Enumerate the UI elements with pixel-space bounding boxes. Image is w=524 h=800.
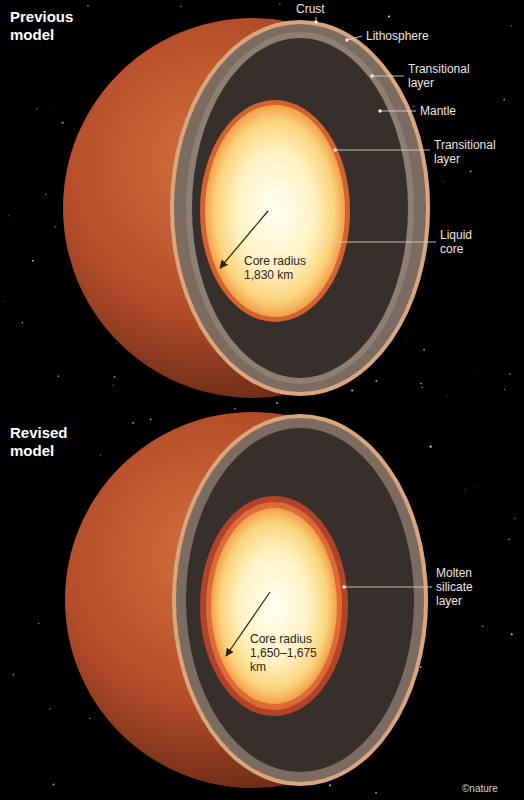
revised-model-planet [65, 412, 441, 788]
star [52, 784, 54, 786]
star [234, 408, 236, 410]
star [511, 633, 513, 635]
model-heading: Revised model [10, 424, 100, 460]
layer-label: Transitional layer [408, 62, 488, 90]
star [45, 194, 46, 195]
star [49, 708, 50, 709]
star [89, 718, 90, 719]
star [482, 626, 483, 627]
layer-label: Crust [296, 2, 340, 16]
layer-label: Molten silicate layer [436, 566, 496, 608]
star [57, 375, 59, 377]
core-radius-label: Core radius 1,830 km [244, 254, 324, 282]
credit-watermark: ©nature [462, 783, 520, 795]
star [509, 373, 511, 375]
core-radius-label: Core radius 1,650–1,675 km [250, 632, 322, 674]
layer-label: Mantle [420, 104, 480, 118]
star [279, 3, 281, 5]
star [504, 389, 505, 390]
star [61, 121, 63, 123]
star [36, 108, 37, 109]
star [474, 371, 476, 373]
star [8, 215, 9, 216]
star [113, 376, 115, 378]
star [54, 226, 56, 228]
layer-label: Lithosphere [366, 29, 446, 43]
star [447, 395, 448, 396]
star [180, 6, 182, 8]
layer-label: Transitional layer [434, 138, 514, 166]
star [116, 343, 118, 345]
star [375, 792, 377, 794]
star [469, 170, 471, 172]
star [13, 674, 14, 675]
layer-label: Liquid core [440, 228, 490, 256]
star [351, 390, 353, 392]
star [413, 106, 415, 108]
star [511, 25, 512, 26]
star [421, 387, 422, 388]
star [402, 24, 404, 26]
star [50, 104, 52, 106]
leader-dots [314, 20, 382, 589]
star [508, 539, 509, 540]
star [2, 301, 3, 302]
star [423, 349, 425, 351]
star [406, 338, 408, 340]
star [32, 260, 34, 262]
star [430, 446, 432, 448]
leader-lines [316, 17, 436, 587]
star [132, 422, 134, 424]
star [503, 99, 505, 101]
star [22, 322, 23, 323]
star-field [2, 3, 515, 793]
star [465, 488, 467, 490]
star [442, 180, 444, 182]
star [420, 383, 422, 385]
star [150, 419, 152, 421]
star [38, 623, 39, 624]
star [388, 15, 390, 17]
star [113, 385, 114, 386]
star [152, 373, 154, 375]
star [375, 380, 377, 382]
star [329, 784, 331, 786]
star [474, 487, 476, 489]
previous-model-planet [63, 18, 443, 398]
star [87, 5, 89, 7]
star [420, 666, 422, 668]
star [514, 518, 516, 520]
model-heading: Previous model [10, 8, 100, 44]
star [276, 402, 278, 404]
